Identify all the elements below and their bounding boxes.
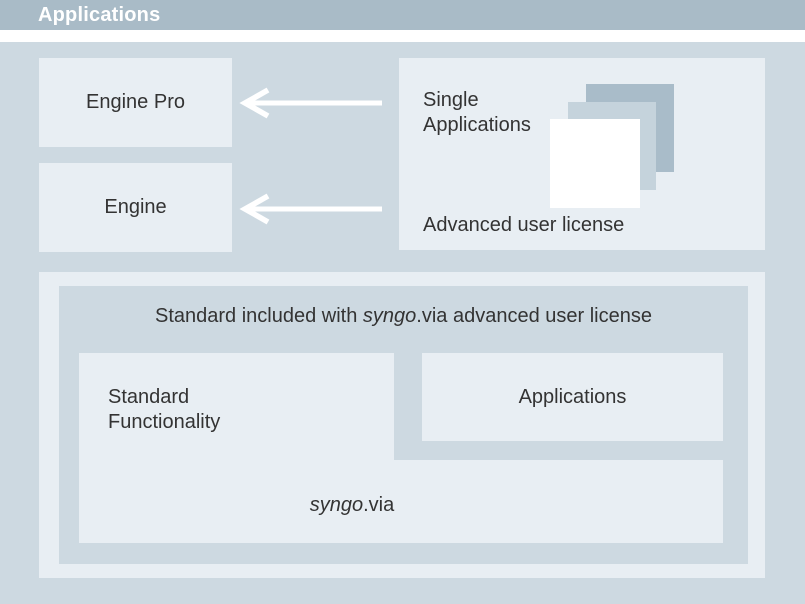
standard-functionality-label: Standard Functionality <box>108 386 221 433</box>
engine-pro-label: Engine Pro <box>86 91 185 113</box>
engine-box: Engine <box>39 163 232 252</box>
syngo-via-label-suffix: .via <box>363 494 395 516</box>
left-arrow-icon <box>239 87 382 119</box>
header-title: Applications <box>38 3 161 26</box>
panel-title: Standard included with syngo.via advance… <box>59 304 748 329</box>
panel-title-suffix: .via advanced user license <box>416 305 652 327</box>
standard-license-outer-box: Standard included with syngo.via advance… <box>39 272 765 578</box>
panel-title-product: syngo <box>362 305 417 327</box>
left-arrow-icon <box>239 193 382 225</box>
single-applications-box: Single Applications Advanced user licens… <box>399 58 765 250</box>
syngo-via-label-product: syngo <box>309 494 364 516</box>
header-bar: Applications <box>0 0 805 30</box>
single-applications-label: Single Applications <box>423 89 531 136</box>
header-divider <box>0 30 805 42</box>
syngo-via-label: syngo.via <box>202 493 502 518</box>
advanced-user-license-label: Advanced user license <box>423 214 625 236</box>
engine-pro-box: Engine Pro <box>39 58 232 147</box>
standard-license-panel: Standard included with syngo.via advance… <box>59 286 748 564</box>
applications-box: Applications <box>422 353 723 441</box>
applications-label: Applications <box>518 385 627 408</box>
syngo-via-platform-box <box>79 460 723 543</box>
engine-label: Engine <box>104 196 167 218</box>
stacked-squares-icon-front <box>550 119 640 208</box>
panel-title-prefix: Standard included with <box>155 305 363 327</box>
